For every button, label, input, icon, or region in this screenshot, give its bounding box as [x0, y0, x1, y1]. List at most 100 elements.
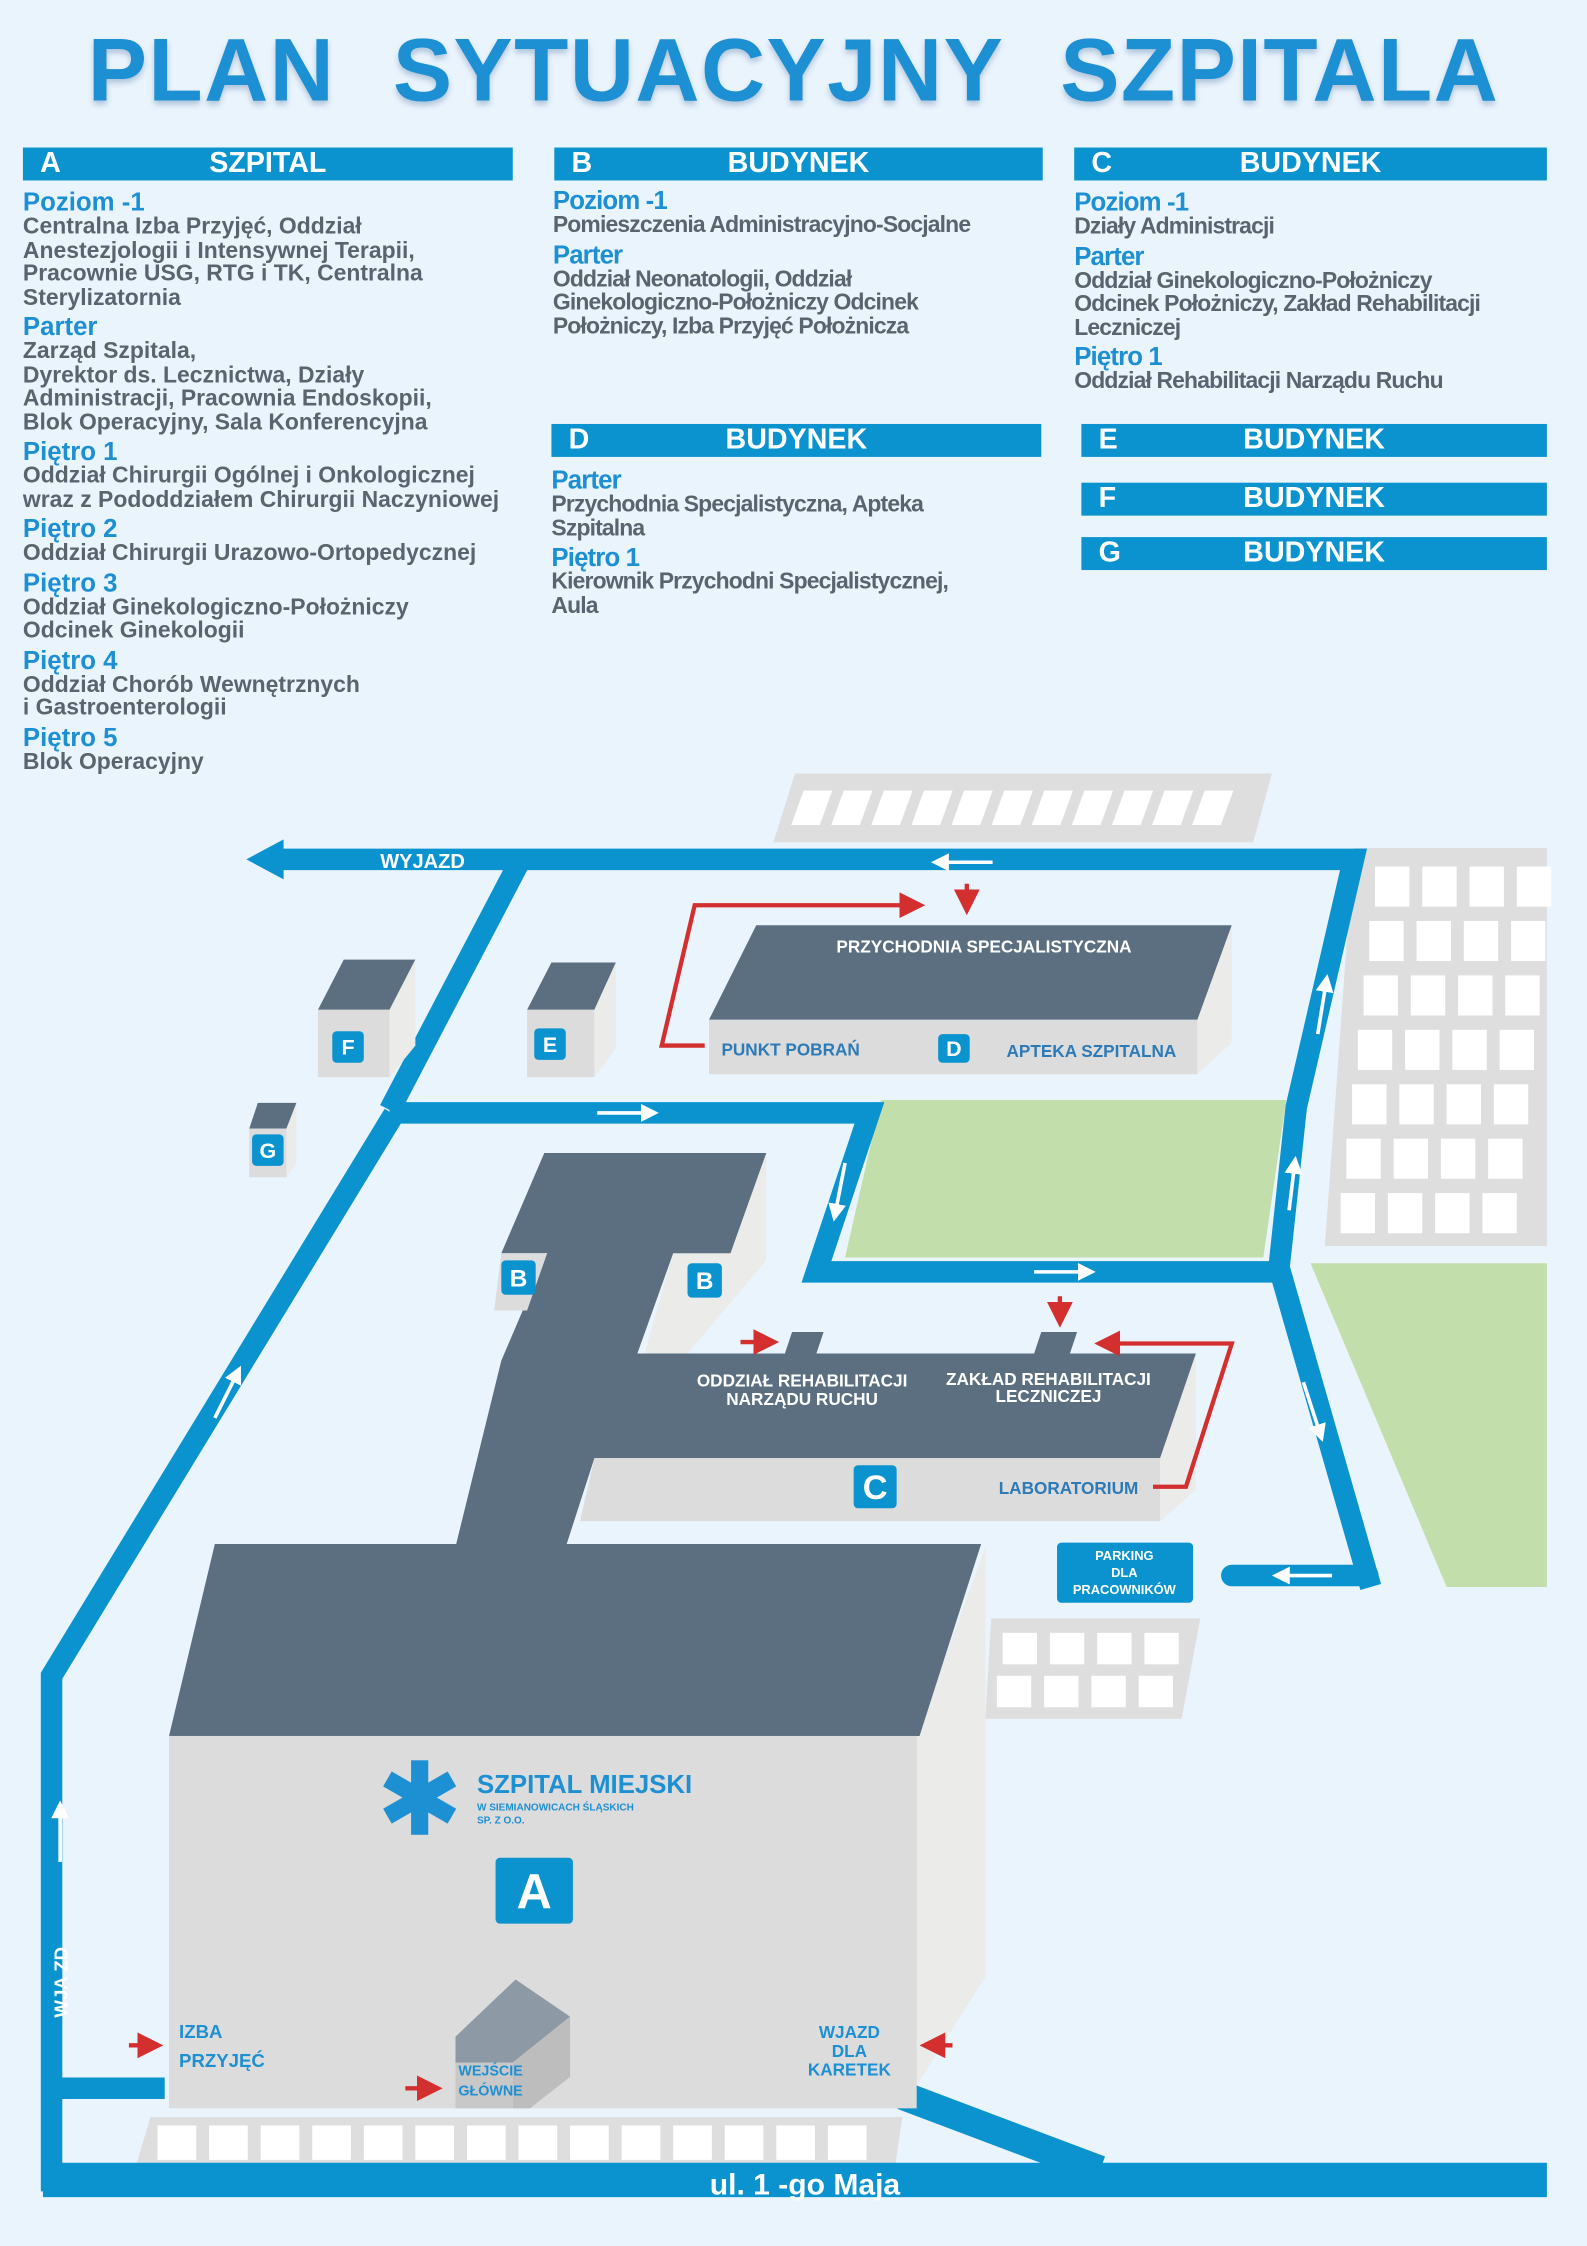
building-badge-b: B: [687, 1263, 722, 1298]
parking-space: [776, 2125, 815, 2160]
parking-space: [1499, 1029, 1534, 1070]
level-description: Działy Administracji: [1074, 214, 1275, 240]
parking-space: [1416, 920, 1451, 962]
level-heading: Piętro 1: [1074, 342, 1163, 371]
level-description: Aula: [551, 593, 598, 619]
level-heading: Parter: [551, 465, 621, 495]
parking-space: [1340, 1193, 1376, 1234]
parking-space: [363, 2125, 403, 2160]
parking-space: [1511, 920, 1546, 962]
green-area: [1310, 1263, 1547, 1587]
badge-letter: A: [517, 1865, 552, 1919]
parking-space: [260, 2125, 300, 2160]
green-area: [845, 1100, 1287, 1258]
parking-space: [1363, 975, 1398, 1016]
red-guide-arrows: [128, 883, 1235, 2102]
level-heading: Piętro 2: [22, 514, 118, 543]
level-description: Dyrektor ds. Lecznictwa, Działy: [22, 363, 365, 388]
parking-space: [996, 1675, 1032, 1708]
level-description: Oddział Ginekologiczno-Położniczy: [22, 595, 409, 620]
blood-draw-label: PUNKT POBRAŃ: [721, 1040, 859, 1060]
parking-lot-right: [1324, 847, 1552, 1247]
parking-space: [1482, 1193, 1517, 1234]
parking-space: [1002, 1632, 1037, 1665]
building-title: BUDYNEK: [1243, 423, 1385, 456]
parking-space: [1516, 866, 1552, 907]
ambulance-entry-label: KARETEK: [808, 2059, 892, 2079]
level-heading: Parter: [552, 239, 623, 269]
level-description: i Gastroenterologii: [22, 696, 227, 721]
badge-letter: B: [510, 1265, 528, 1292]
parking-space: [791, 790, 833, 826]
level-heading: Parter: [22, 312, 98, 341]
parking-space: [1152, 790, 1194, 826]
level-description: Administracji, Pracownia Endoskopii,: [22, 386, 432, 412]
building-badge-e: E: [534, 1028, 566, 1060]
level-description: wraz z Pododdziałem Chirurgii Naczyniowe…: [22, 487, 500, 513]
page-title: PLAN SYTUACYJNY SZPITALA: [87, 21, 1500, 121]
level-description: Blok Operacyjny, Sala Konferencyjna: [22, 410, 428, 435]
level-heading: Piętro 5: [22, 722, 118, 752]
building-title: BUDYNEK: [1239, 147, 1382, 180]
ambulance-entry-label: WJAZD: [819, 2022, 880, 2042]
level-description: Pomieszczenia Administracyjno-Socjalne: [552, 213, 971, 238]
building-letter: C: [1091, 147, 1113, 180]
level-heading: Piętro 4: [22, 645, 118, 674]
direction-arrows: [51, 853, 1334, 1862]
rehab-facility-label: ZAKŁAD REHABILITACJI: [946, 1369, 1151, 1389]
parking-space: [621, 2125, 661, 2160]
parking-space: [991, 790, 1033, 826]
parking-space: [1091, 1675, 1126, 1708]
hospital-logo: SZPITAL MIEJSKI W SIEMIANOWICACH ŚLĄSKIC…: [383, 1760, 692, 1835]
building-badge-f: F: [332, 1031, 364, 1063]
building-title: BUDYNEK: [727, 147, 870, 180]
parking-space: [1071, 790, 1114, 826]
pharmacy-label: APTEKA SZPITALNA: [1007, 1041, 1177, 1061]
level-description: Kierownik Przychodni Specjalistycznej,: [551, 570, 948, 595]
rehab-facility-label: LECZNICZEJ: [995, 1386, 1101, 1406]
level-description: Odcinek Ginekologii: [22, 618, 245, 644]
parking-space: [911, 790, 953, 826]
parking-space: [1049, 1632, 1085, 1665]
building-letter: D: [568, 423, 590, 456]
level-description: Szpitalna: [551, 516, 645, 541]
building-letter: E: [1098, 423, 1118, 456]
entry-label: WJA ZD: [50, 1947, 71, 2018]
badge-letter: B: [696, 1268, 714, 1295]
level-description: Centralna Izba Przyjęć, Oddział: [22, 214, 362, 240]
street-label: ul. 1 -go Maja: [710, 2168, 901, 2201]
badge-letter: F: [341, 1036, 354, 1060]
parking-space: [518, 2125, 558, 2160]
level-description: Przychodnia Specjalistyczna, Apteka: [551, 492, 923, 518]
staff-parking-sign: [1057, 1542, 1194, 1603]
main-entrance-label: WEJŚCIE: [458, 2061, 522, 2079]
level-heading: Parter: [1074, 241, 1144, 270]
parking-space: [1488, 1138, 1523, 1179]
parking-space: [1393, 1138, 1429, 1179]
logo-sub: W SIEMIANOWICACH ŚLĄSKICH: [477, 1800, 634, 1813]
parking-space: [570, 2125, 609, 2160]
level-heading: Piętro 1: [22, 436, 118, 466]
level-heading: Poziom -1: [552, 186, 668, 215]
building-badge-c: C: [853, 1465, 897, 1509]
parking-space: [1458, 975, 1493, 1016]
parking-label: DLA: [1111, 1565, 1137, 1580]
parking-space: [1375, 866, 1410, 907]
building-letter: G: [1098, 537, 1121, 569]
parking-space: [1405, 1029, 1440, 1070]
parking-space: [1505, 975, 1540, 1016]
building-f: [317, 959, 416, 1078]
parking-space: [673, 2125, 712, 2160]
parking-space: [157, 2125, 197, 2160]
building-title: BUDYNEK: [725, 423, 868, 456]
level-description: Położniczy, Izba Przyjęć Położnicza: [552, 314, 909, 339]
clinic-label: PRZYCHODNIA SPECJALISTYCZNA: [836, 936, 1131, 956]
level-description: Zarząd Szpitala,: [22, 339, 197, 364]
parking-space: [1138, 1675, 1174, 1708]
parking-space: [1469, 866, 1504, 907]
